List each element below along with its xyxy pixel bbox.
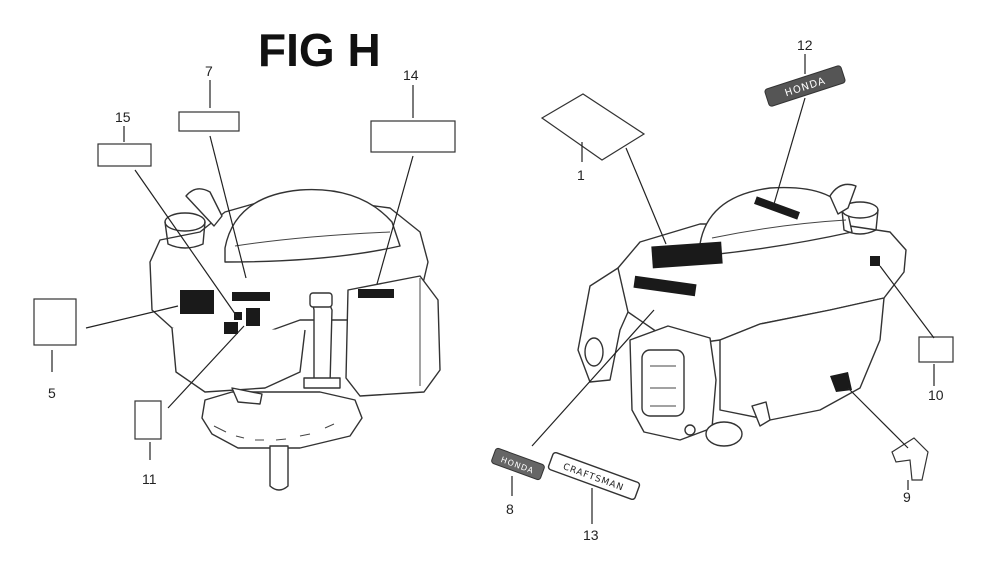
decal-14	[370, 120, 456, 153]
emblem-8: HONDA	[491, 447, 545, 481]
callout-5: 5	[48, 385, 56, 401]
decal-7	[178, 111, 240, 132]
callout-15: 15	[115, 109, 131, 125]
decal-10	[918, 336, 954, 363]
decal-5	[33, 298, 77, 346]
callout-7: 7	[205, 63, 213, 79]
callout-14: 14	[403, 67, 419, 83]
figure-title: FIG H	[258, 24, 381, 76]
callout-10: 10	[928, 387, 944, 403]
right-engine-drawing	[577, 183, 907, 447]
emblem-13: CRAFTSMAN	[547, 451, 641, 501]
callout-11: 11	[142, 471, 157, 487]
decal-15	[97, 143, 152, 167]
callout-9: 9	[903, 489, 911, 505]
decal-11	[134, 400, 162, 440]
decal-1	[540, 93, 646, 161]
callout-8: 8	[506, 501, 514, 517]
part-9	[891, 437, 929, 481]
callout-1: 1	[577, 167, 585, 183]
callout-13: 13	[583, 527, 599, 543]
callout-12: 12	[797, 37, 813, 53]
left-engine-drawing	[149, 188, 441, 491]
